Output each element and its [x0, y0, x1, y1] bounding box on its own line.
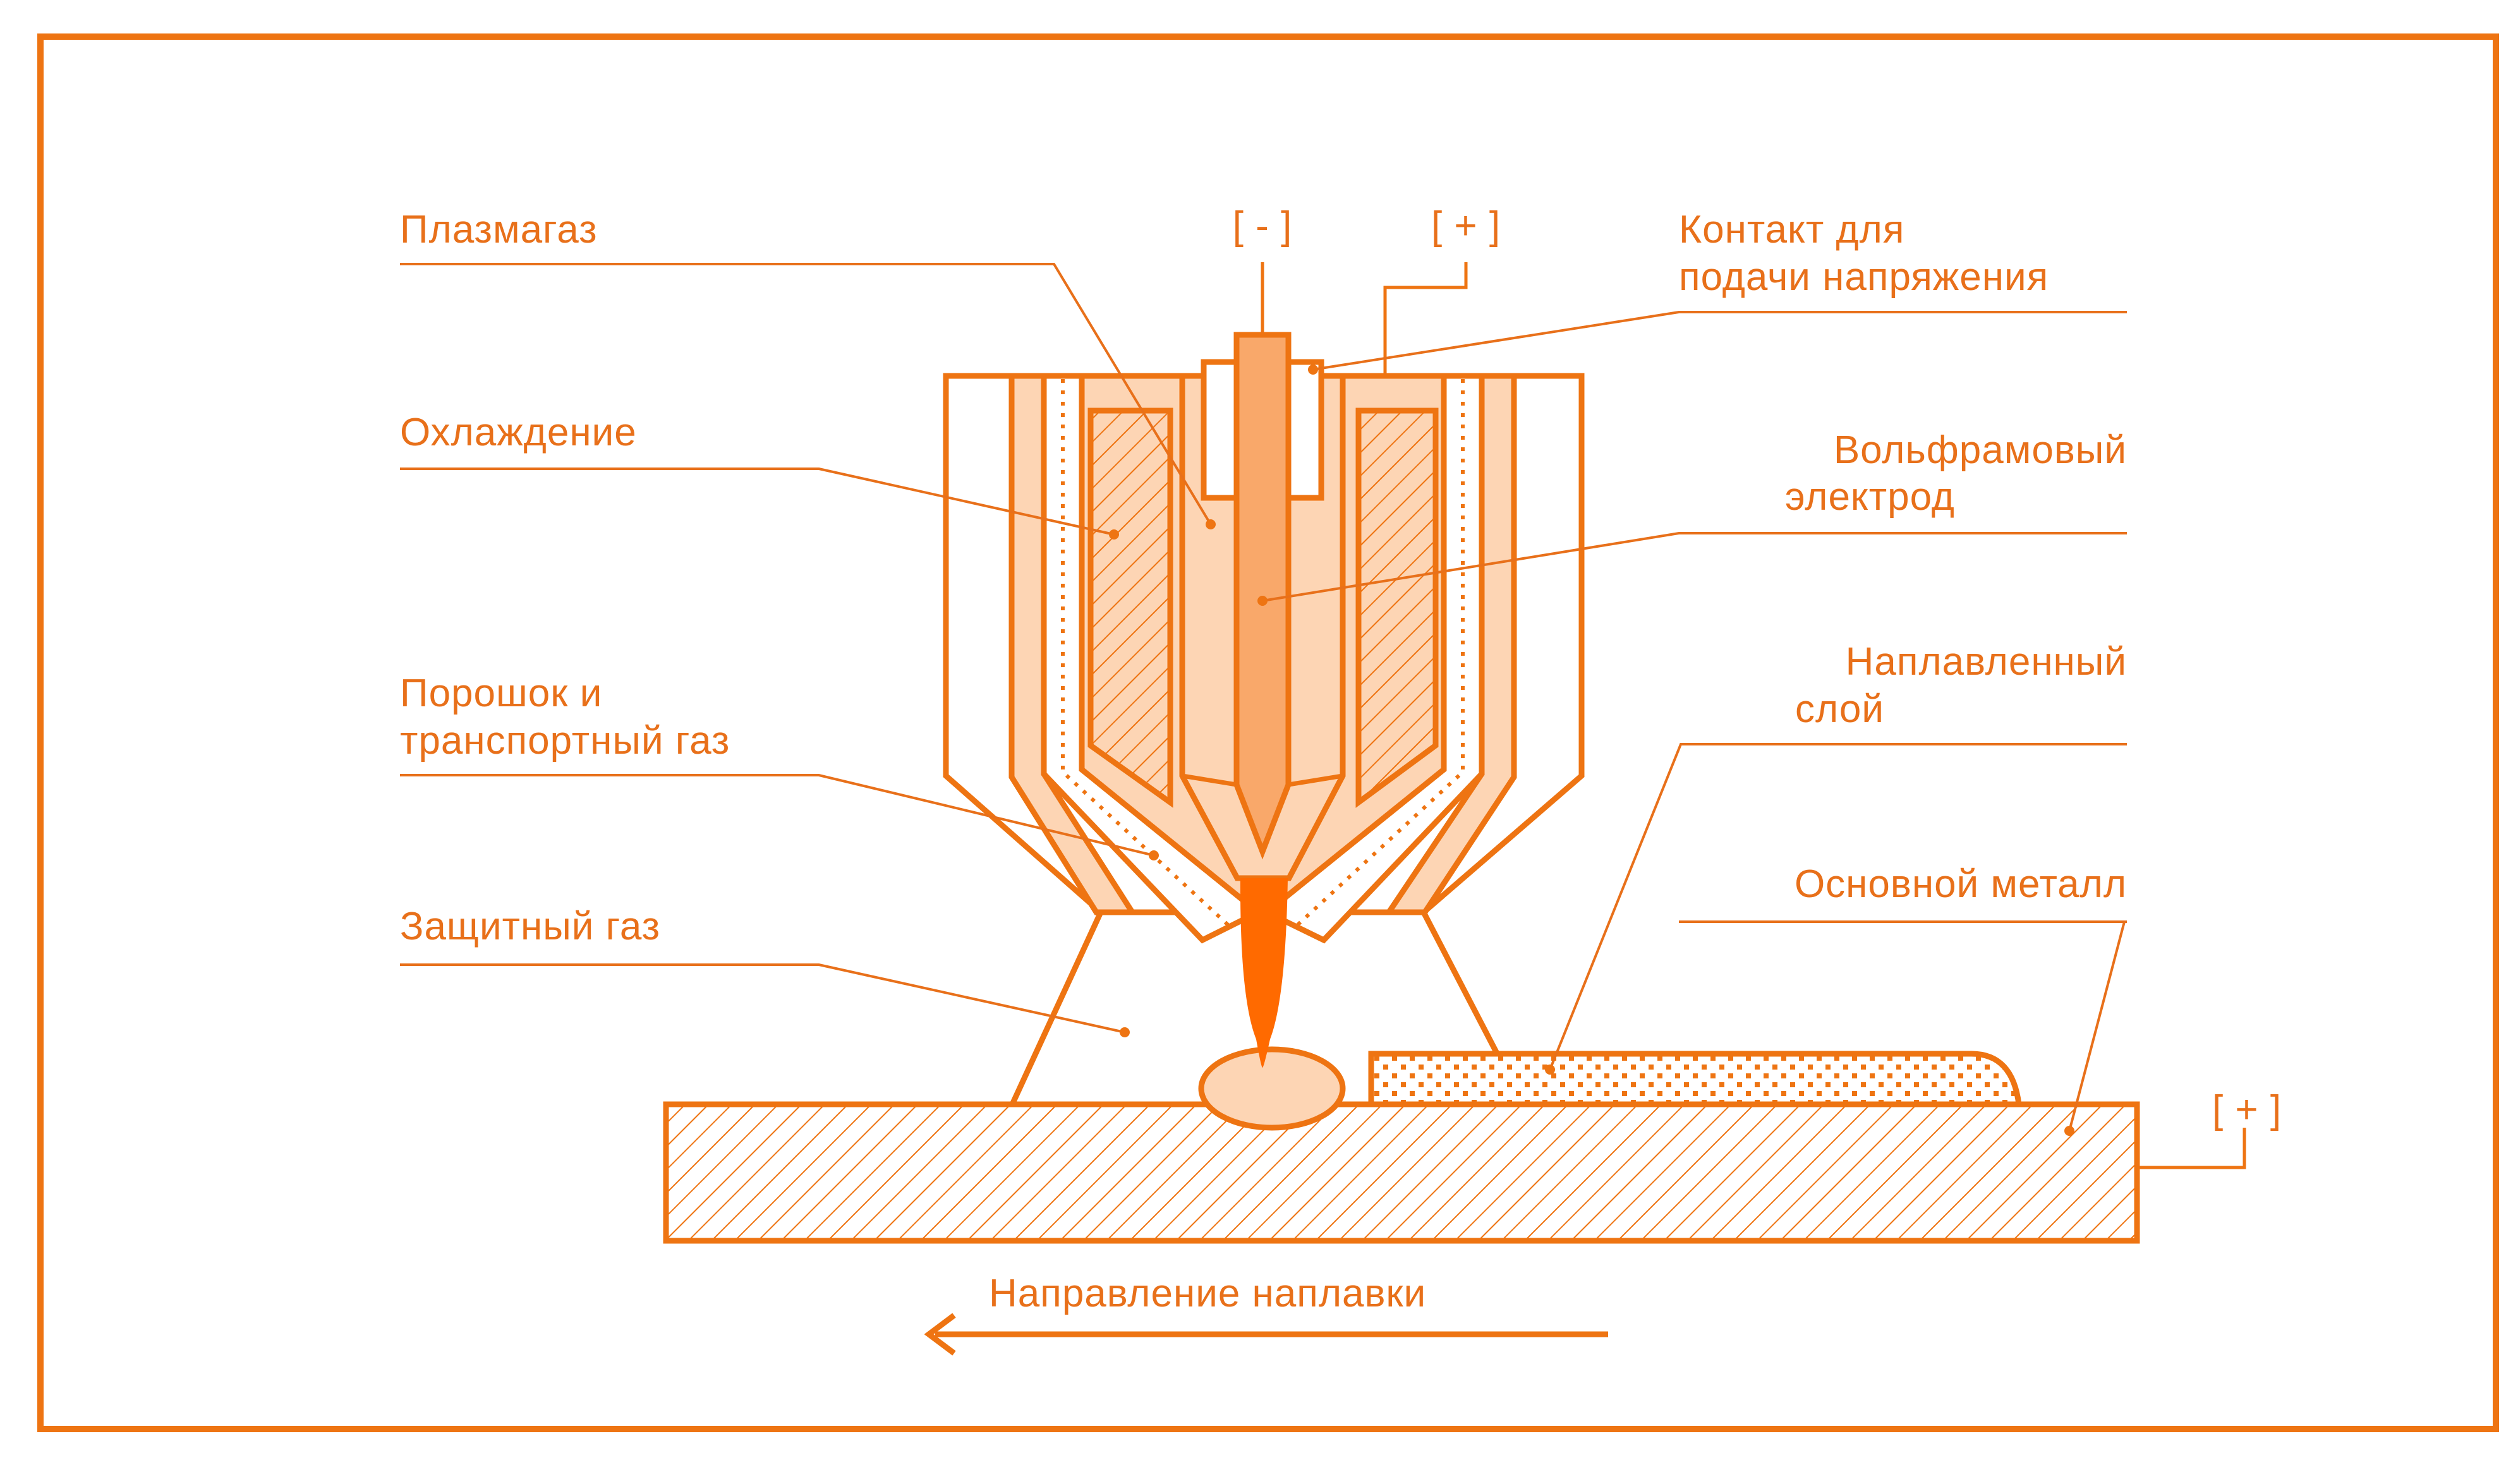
dot-cooling: [1109, 529, 1119, 540]
label-electrode-line1: Вольфрамовый: [1834, 428, 2127, 472]
label-powder-line1: Порошок и: [400, 672, 602, 715]
electrode-cone-right: [1288, 773, 1343, 787]
leader-deposit: [1549, 743, 2127, 1070]
shielding-gas-left-line: [1009, 911, 1104, 1106]
shielding-gas-right-line: [1421, 910, 1510, 1075]
dot-base-metal: [2064, 1126, 2074, 1136]
label-plus-terminal-base: [ + ]: [2212, 1088, 2282, 1131]
cooling-block-left: [1087, 407, 1173, 808]
label-direction: Направление наплавки: [989, 1272, 1426, 1315]
leader-cooling: [400, 468, 1115, 536]
deposited-layer: [1368, 1051, 2023, 1107]
leader-plasma-gas: [400, 263, 1212, 526]
powder-channel-right-dots: [1292, 379, 1465, 931]
powder-channel-left-dots: [1061, 379, 1234, 931]
label-electrode-line2: электрод: [1785, 475, 1955, 519]
tungsten-electrode: [1233, 332, 1292, 860]
dot-deposit: [1545, 1065, 1555, 1075]
base-terminal-wire: [2137, 1128, 2246, 1169]
frame-border: [37, 33, 2499, 1432]
label-plasma-gas: Плазмагаз: [400, 208, 598, 251]
dot-shielding-gas: [1120, 1027, 1130, 1037]
label-contact-line1: Контакт для: [1679, 208, 1904, 251]
plus-terminal-wire: [1383, 262, 1468, 376]
label-plus-terminal-top: [ + ]: [1431, 204, 1501, 248]
label-powder-line2: транспортный газ: [400, 719, 730, 763]
label-deposit-line1: Наплавленный: [1846, 640, 2127, 684]
arrow-left-icon: [924, 1313, 1608, 1356]
dot-contact: [1308, 365, 1318, 375]
weld-pool: [1198, 1046, 1346, 1131]
label-base-metal: Основной металл: [1795, 862, 2127, 906]
label-minus-terminal: [ - ]: [1233, 204, 1293, 248]
base-metal: [663, 1101, 2140, 1244]
leader-shielding-gas: [400, 963, 1125, 1034]
label-contact-line2: подачи напряжения: [1679, 255, 2049, 299]
leader-contact: [1312, 311, 2127, 371]
dot-electrode: [1257, 596, 1268, 606]
electrode-cone-left: [1182, 773, 1237, 787]
dot-plasma-gas: [1206, 519, 1216, 529]
leader-base-metal: [1679, 920, 2127, 1131]
leader-powder: [400, 774, 1154, 857]
plasma-arc: [1240, 878, 1288, 1068]
label-deposit-line2: слой: [1795, 687, 1884, 731]
dot-powder: [1149, 850, 1159, 860]
label-shielding-gas: Защитный газ: [400, 905, 660, 948]
cooling-block-right: [1355, 407, 1439, 808]
leader-electrode: [1262, 532, 2127, 602]
label-cooling: Охлаждение: [400, 411, 637, 454]
